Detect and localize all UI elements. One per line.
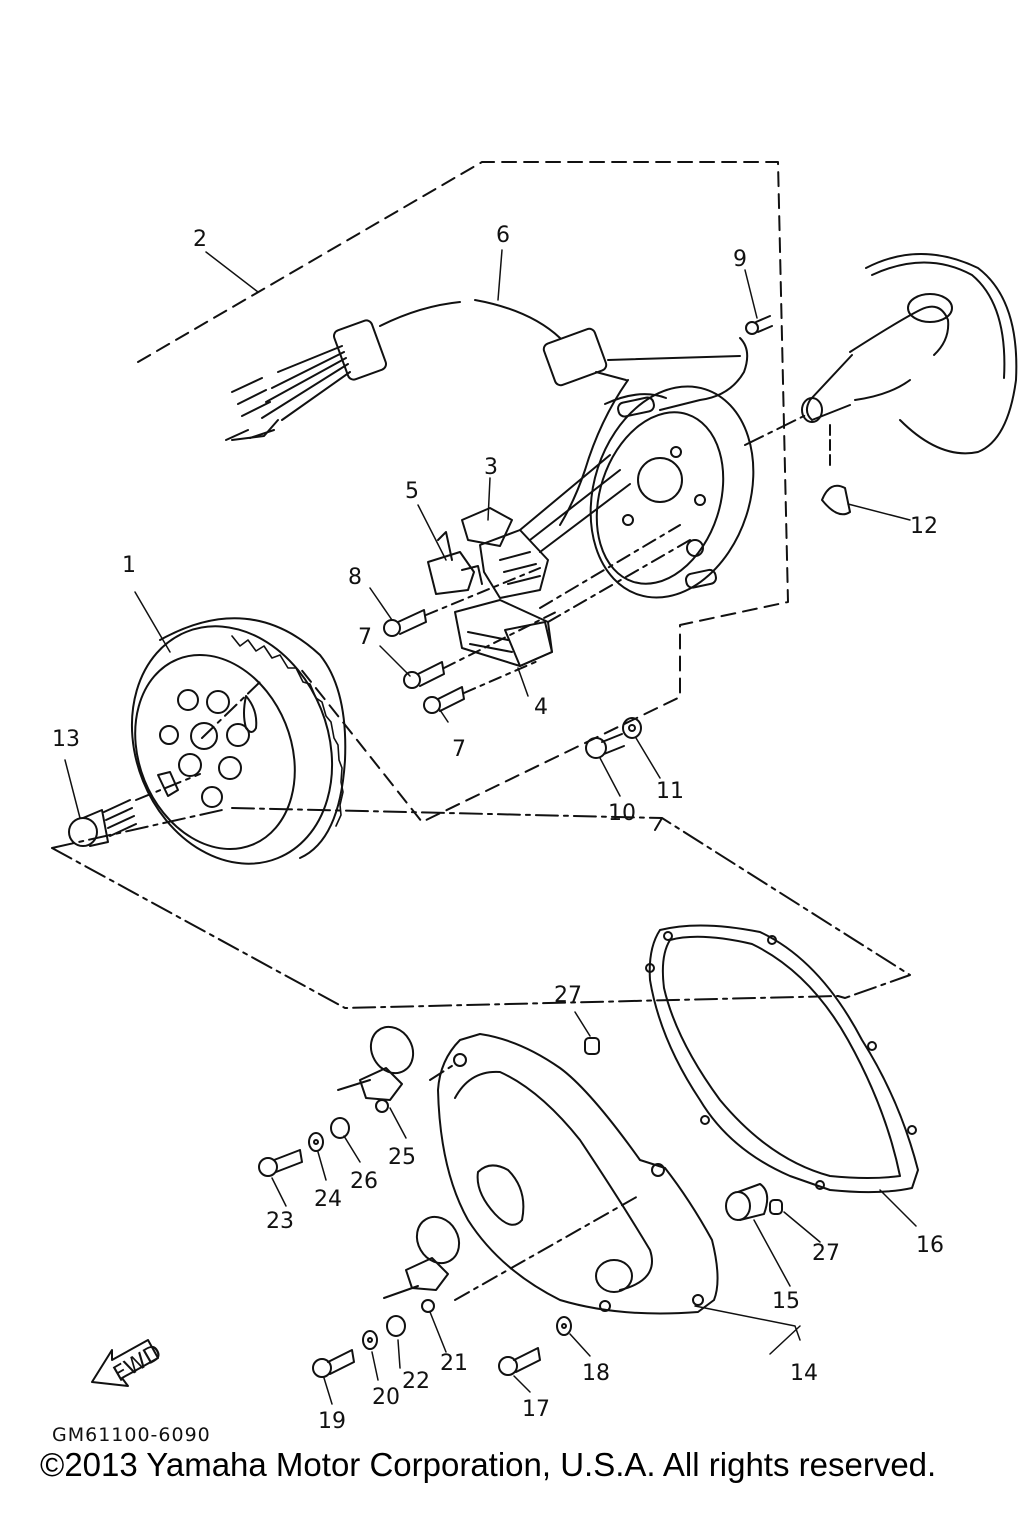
charge-coil (461, 454, 631, 599)
copyright-notice: ©2013 Yamaha Motor Corporation, U.S.A. A… (40, 1446, 937, 1483)
pulser-coil (454, 524, 691, 667)
stator-plate (589, 385, 755, 599)
label-5: 5 (405, 479, 419, 504)
label-1: 1 (122, 553, 136, 578)
woodruff-key (821, 484, 851, 516)
label-27a: 27 (554, 983, 582, 1008)
label-13: 13 (52, 727, 80, 752)
stator-group-box (137, 161, 789, 823)
dowel-pin (584, 1037, 783, 1221)
label-14: 14 (790, 1361, 818, 1386)
label-22: 22 (402, 1369, 430, 1394)
label-11: 11 (656, 779, 684, 804)
hose-clamps (337, 1025, 461, 1313)
fwd-arrow-icon (91, 1339, 159, 1387)
label-4: 4 (534, 695, 548, 720)
flywheel-bolt (68, 773, 201, 847)
label-7b: 7 (452, 737, 466, 762)
flywheel-rotor (130, 617, 347, 865)
drawing-code: GM61100-6090 (52, 1424, 211, 1446)
label-8: 8 (348, 565, 362, 590)
label-3: 3 (484, 455, 498, 480)
label-21: 21 (440, 1351, 468, 1376)
label-6: 6 (496, 223, 510, 248)
label-20: 20 (372, 1385, 400, 1410)
label-12: 12 (910, 514, 938, 539)
crankcase-cover (429, 1033, 719, 1315)
label-15: 15 (772, 1289, 800, 1314)
label-23: 23 (266, 1209, 294, 1234)
label-10: 10 (608, 801, 636, 826)
label-18: 18 (582, 1361, 610, 1386)
label-24: 24 (314, 1187, 342, 1212)
label-7a: 7 (358, 625, 372, 650)
cover-gasket (645, 924, 919, 1194)
label-16: 16 (916, 1233, 944, 1258)
label-25: 25 (388, 1145, 416, 1170)
lighting-coil (427, 531, 483, 595)
crankcase-cover-top (744, 253, 1018, 466)
label-19: 19 (318, 1409, 346, 1434)
label-26: 26 (350, 1169, 378, 1194)
assembly-outline (51, 807, 911, 1009)
callout-numbers: 1 2 3 4 5 6 7 7 8 9 10 11 12 13 14 15 16… (52, 223, 944, 1434)
fwd-label: FWD (109, 1340, 166, 1387)
wire-harness (225, 299, 749, 526)
label-17: 17 (522, 1397, 550, 1422)
label-27b: 27 (812, 1241, 840, 1266)
leader-lines (64, 249, 917, 1405)
label-9: 9 (733, 247, 747, 272)
cover-bolts (258, 1117, 572, 1378)
label-2: 2 (193, 227, 207, 252)
